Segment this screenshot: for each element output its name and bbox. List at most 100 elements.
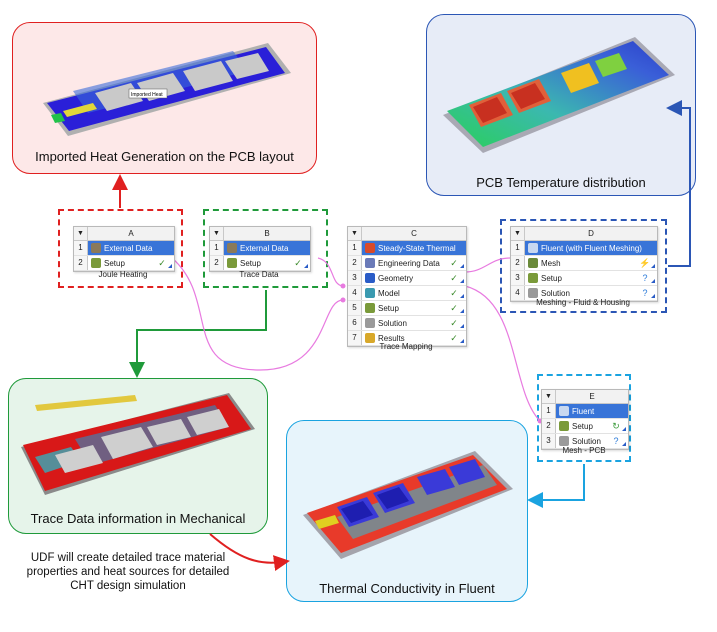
- row-label: Fluent: [572, 406, 595, 416]
- system-b-letter: B: [264, 229, 270, 238]
- status-question-icon: ?: [642, 288, 648, 298]
- row-number: 2: [542, 419, 556, 433]
- setup-icon: [559, 421, 569, 431]
- system-c-menu-icon[interactable]: ▼: [348, 227, 362, 240]
- link-a-to-c: [171, 257, 344, 371]
- corner-icon: [460, 294, 464, 298]
- fluent-icon: [528, 243, 538, 253]
- setup-icon: [227, 258, 237, 268]
- results-icon: [365, 333, 375, 343]
- corner-icon: [460, 279, 464, 283]
- arrow-meshing-to-temperature: [666, 100, 691, 267]
- setup-icon: [528, 273, 538, 283]
- trace-data-caption: Trace Data information in Mechanical: [30, 511, 246, 526]
- row-number: 1: [210, 241, 224, 255]
- row-label: Solution: [541, 288, 570, 298]
- engineering-data-icon: [365, 258, 375, 268]
- system-a-menu-icon[interactable]: ▼: [74, 227, 88, 240]
- heat-inset-label: Imported Heat: [131, 92, 163, 98]
- heat-generation-pcb-image: Imported Heat: [43, 43, 291, 136]
- corner-icon: [622, 427, 626, 431]
- udf-note-line-1: UDF will create detailed trace material: [30, 552, 226, 564]
- system-d-name: Meshing - Fluid & Housing: [536, 298, 630, 307]
- row-label: External Data: [240, 243, 289, 253]
- arrow-trace-to-mechanical: [129, 290, 267, 378]
- system-b-menu-icon[interactable]: ▼: [210, 227, 224, 240]
- arrow-meshpcb-to-conductivity: [527, 464, 585, 508]
- system-e-name: Mesh - PCB: [562, 446, 606, 455]
- link-b-to-c: [317, 257, 344, 287]
- row-number: 3: [542, 434, 556, 448]
- corner-icon: [622, 442, 626, 446]
- corner-icon: [651, 294, 655, 298]
- row-label: Setup: [104, 258, 125, 268]
- status-check-icon: ✓: [294, 257, 302, 268]
- row-label: Steady-State Thermal: [378, 243, 456, 253]
- system-d-menu-icon[interactable]: ▼: [511, 227, 525, 240]
- corner-icon: [651, 264, 655, 268]
- status-question-icon: ?: [642, 273, 648, 283]
- status-lightning-icon: ⚡: [639, 257, 651, 268]
- temperature-pcb-image: [443, 37, 675, 153]
- row-label: Geometry: [378, 273, 414, 283]
- thermal-conductivity-caption: Thermal Conductivity in Fluent: [319, 581, 495, 596]
- status-check-icon: ✓: [450, 287, 458, 298]
- row-label: Setup: [572, 421, 593, 431]
- external-data-icon: [91, 243, 101, 253]
- row-label: Model: [378, 288, 400, 298]
- system-e-menu-icon[interactable]: ▼: [542, 390, 556, 403]
- solution-icon: [365, 318, 375, 328]
- corner-icon: [460, 339, 464, 343]
- row-number: 2: [210, 256, 224, 270]
- setup-icon: [365, 303, 375, 313]
- setup-icon: [91, 258, 101, 268]
- fluent-icon: [559, 406, 569, 416]
- system-c-row-6[interactable]: 6 Solution ✓: [348, 316, 466, 331]
- row-label: Solution: [572, 436, 601, 446]
- joule-heating-group: [58, 209, 183, 288]
- corner-icon: [460, 309, 464, 313]
- model-icon: [365, 288, 375, 298]
- meshing-fluid-group: [500, 219, 667, 313]
- row-number: 3: [511, 271, 525, 285]
- status-check-icon: ✓: [450, 272, 458, 283]
- thermal-conductivity-pcb-image: [303, 451, 513, 559]
- corner-icon: [651, 279, 655, 283]
- row-number: 2: [348, 256, 362, 270]
- corner-icon: [304, 264, 308, 268]
- row-number: 6: [348, 316, 362, 330]
- system-b-name: Trace Data: [239, 270, 279, 279]
- system-b-row-2[interactable]: 2 Setup ✓: [210, 256, 310, 271]
- system-b[interactable]: ▼ B 1 External Data 2 Setup ✓: [209, 226, 311, 272]
- row-label: External Data: [104, 243, 153, 253]
- status-check-icon: ✓: [450, 317, 458, 328]
- row-label: Engineering Data: [378, 258, 440, 268]
- trace-data-panel: Trace Data information in Mechanical: [8, 378, 268, 534]
- status-check-icon: ✓: [450, 302, 458, 313]
- row-label: Solution: [378, 318, 407, 328]
- system-b-row-1[interactable]: 1 External Data: [210, 241, 310, 256]
- trace-data-group: [203, 209, 328, 288]
- trace-data-pcb-image: [21, 393, 255, 495]
- row-label: Setup: [240, 258, 261, 268]
